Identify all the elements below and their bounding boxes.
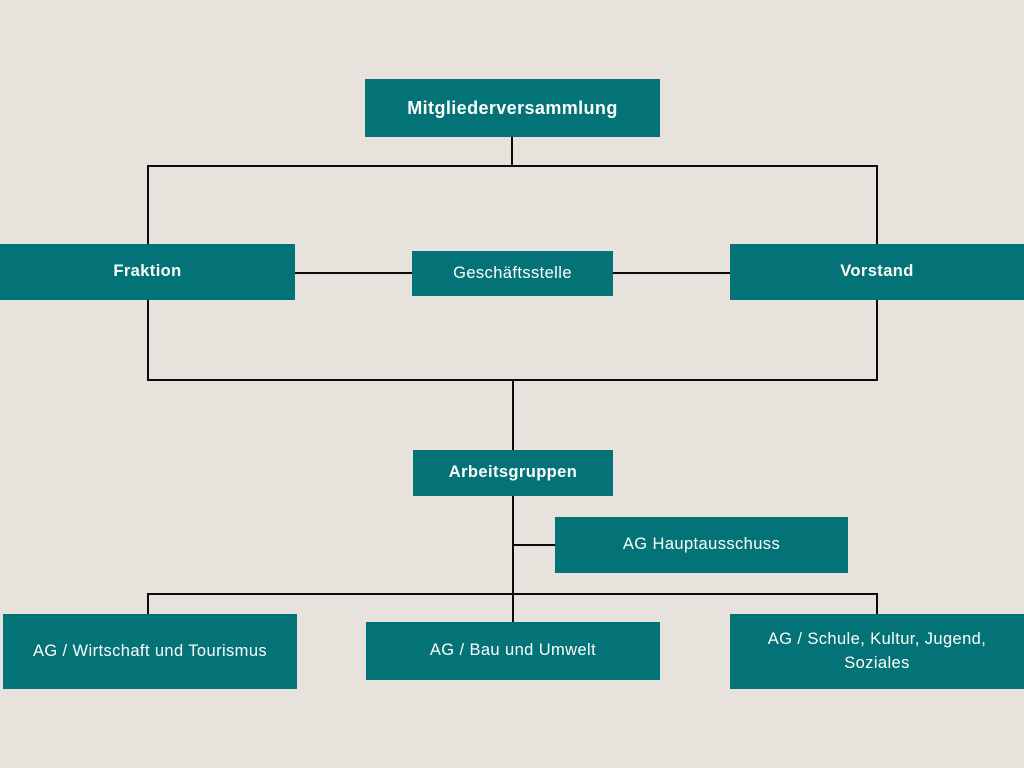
connector-to-hauptausschuss bbox=[513, 544, 555, 546]
connector-to-schule bbox=[876, 593, 878, 614]
connector-top-drop bbox=[511, 137, 513, 167]
connector-bottom-horizontal bbox=[147, 593, 878, 595]
node-arbeitsgruppen: Arbeitsgruppen bbox=[413, 450, 613, 496]
node-ag-hauptausschuss: AG Hauptausschuss bbox=[555, 517, 848, 573]
node-ag-wirtschaft-tourismus: AG / Wirtschaft und Tourismus bbox=[3, 614, 297, 689]
node-geschaeftsstelle: Geschäftsstelle bbox=[412, 251, 613, 296]
connector-geschaeftsstelle-vorstand bbox=[613, 272, 730, 274]
connector-right-to-vorstand bbox=[876, 165, 878, 245]
connector-left-to-fraktion bbox=[147, 165, 149, 245]
node-mitgliederversammlung: Mitgliederversammlung bbox=[365, 79, 660, 137]
connector-to-wirtschaft bbox=[147, 593, 149, 614]
connector-upper-horizontal bbox=[147, 165, 878, 167]
connector-vorstand-down bbox=[876, 300, 878, 381]
connector-fraktion-down bbox=[147, 300, 149, 381]
node-fraktion: Fraktion bbox=[0, 244, 295, 300]
node-ag-bau-umwelt: AG / Bau und Umwelt bbox=[366, 622, 660, 680]
node-ag-schule-kultur-jugend-soziales: AG / Schule, Kultur, Jugend, Soziales bbox=[730, 614, 1024, 689]
node-vorstand: Vorstand bbox=[730, 244, 1024, 300]
connector-arbeitsgruppen-down bbox=[512, 496, 514, 622]
connector-to-arbeitsgruppen bbox=[512, 379, 514, 450]
connector-fraktion-geschaeftsstelle bbox=[295, 272, 412, 274]
